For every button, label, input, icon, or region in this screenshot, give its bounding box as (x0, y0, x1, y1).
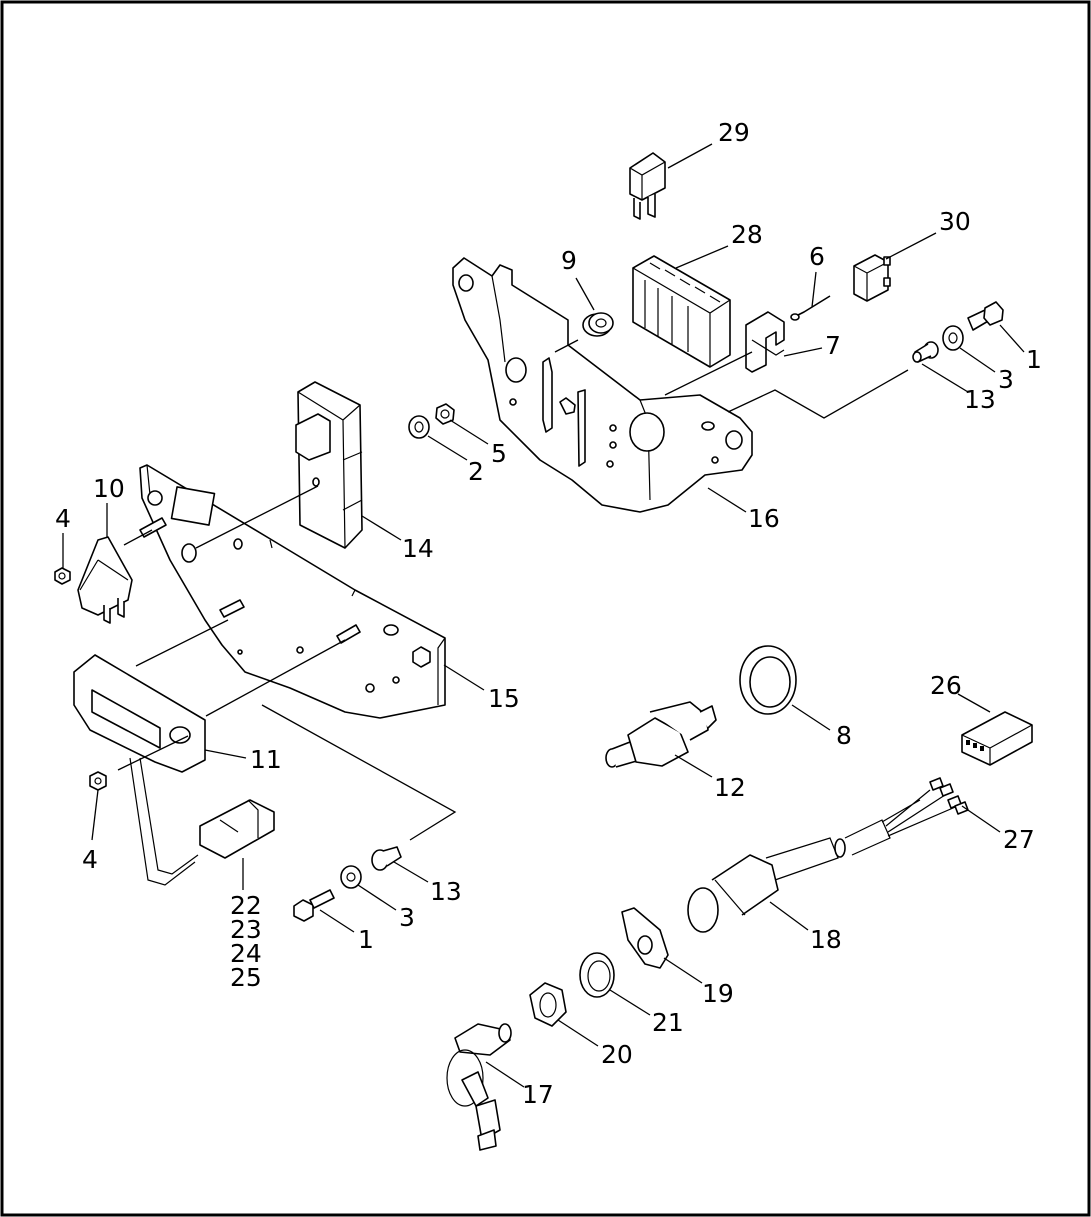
callout-12: 12 (714, 773, 746, 802)
callout-4-bottom: 4 (82, 845, 98, 874)
callout-17: 17 (522, 1080, 554, 1109)
part-8-ring (739, 645, 797, 715)
callout-25: 25 (230, 963, 262, 992)
callout-13-bottom: 13 (430, 877, 462, 906)
part-7-clip (745, 311, 785, 373)
part-29-relay (629, 152, 666, 220)
callout-14: 14 (402, 534, 434, 563)
callout-6: 6 (809, 242, 825, 271)
callout-9: 9 (561, 246, 577, 275)
part-18-switch (687, 777, 969, 933)
part-1-bolt-top (967, 301, 1004, 331)
part-1-bolt-bottom (293, 889, 335, 922)
part-11-bezel (73, 654, 206, 773)
callout-7: 7 (825, 331, 841, 360)
part-21-washer (579, 952, 615, 998)
callout-3-bottom: 3 (399, 903, 415, 932)
part-6-pin (790, 295, 831, 321)
part-13-spacer-bottom (371, 846, 402, 871)
part-30-breaker (853, 254, 891, 302)
callout-1-top: 1 (1026, 345, 1042, 374)
callout-22: 22 (230, 891, 262, 920)
part-9-grommet (582, 312, 614, 337)
part-22-25-connector (129, 757, 275, 886)
part-16-bracket (452, 257, 753, 513)
part-3-washer-top (942, 325, 964, 351)
part-12-sensor (605, 701, 717, 768)
callout-20: 20 (601, 1040, 633, 1069)
part-14-module (295, 381, 363, 549)
part-4-nut-top (54, 567, 71, 585)
part-19-plate (621, 907, 669, 969)
part-3-washer-bottom (340, 865, 362, 889)
part-17-keys (446, 1023, 512, 1151)
callout-5: 5 (491, 439, 507, 468)
callout-13-top: 13 (964, 385, 996, 414)
callout-11: 11 (250, 745, 282, 774)
callout-19: 19 (702, 979, 734, 1008)
callout-1-bottom: 1 (358, 925, 374, 954)
callout-26: 26 (930, 671, 962, 700)
callout-27: 27 (1003, 825, 1035, 854)
part-4-nut-bottom (89, 771, 107, 791)
callout-10: 10 (93, 474, 125, 503)
callout-3-top: 3 (998, 365, 1014, 394)
part-13-spacer-top (912, 341, 939, 363)
callout-labels: 29 28 30 9 6 7 1 3 13 16 5 2 14 10 4 15 … (55, 118, 1042, 1109)
part-15-bracket (139, 464, 446, 719)
part-26-plug (961, 711, 1033, 766)
callout-15: 15 (488, 684, 520, 713)
callout-16: 16 (748, 504, 780, 533)
callout-28: 28 (731, 220, 763, 249)
callout-24: 24 (230, 939, 262, 968)
part-20-nut (529, 982, 567, 1027)
callout-8: 8 (836, 721, 852, 750)
callout-18: 18 (810, 925, 842, 954)
leader-lines (62, 143, 1025, 1088)
callout-4-top: 4 (55, 504, 71, 533)
callout-30: 30 (939, 207, 971, 236)
part-28-fuse-block (632, 255, 731, 368)
callout-23: 23 (230, 915, 262, 944)
callout-2: 2 (468, 457, 484, 486)
part-2-washer (408, 415, 430, 439)
callout-29: 29 (718, 118, 750, 147)
callout-21: 21 (652, 1008, 684, 1037)
part-5-nut (435, 403, 455, 425)
part-10-relay (77, 536, 133, 624)
